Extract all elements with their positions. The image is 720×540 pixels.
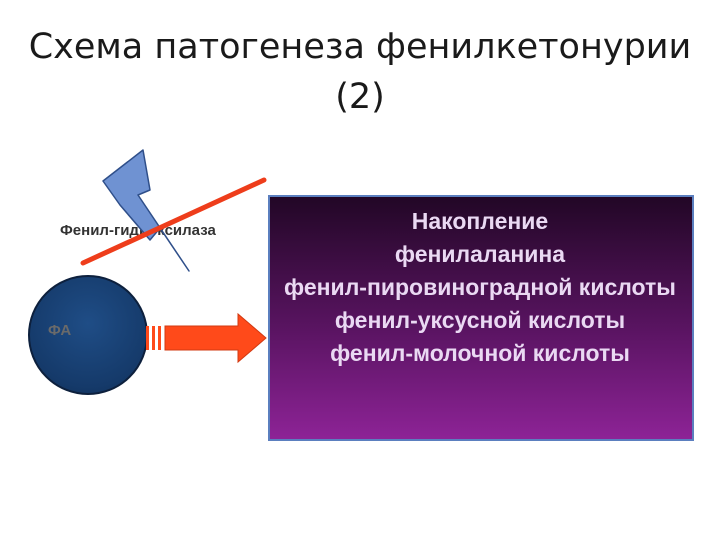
box-line-phenylpyruvic-acid: фенил-пировиноградной кислоты: [284, 274, 676, 300]
accumulation-text: Накопление фенилаланина фенил-пировиногр…: [220, 205, 720, 370]
enzyme-label: Фенил-гидроксилаза: [60, 222, 216, 239]
lightning-icon: [102, 149, 190, 272]
inhibition-strike-line: [80, 177, 267, 266]
box-line-phenyllactic-acid: фенил-молочной кислоты: [330, 340, 630, 366]
box-line-phenylacetic-acid: фенил-уксусной кислоты: [334, 307, 626, 333]
box-line-phenylalanine: фенилаланина: [394, 241, 566, 267]
slide-title-line-1: Схема патогенеза фенилкетонурии: [28, 27, 692, 67]
slide-title: Схема патогенеза фенилкетонурии (2): [0, 22, 720, 122]
box-line-heading: Накопление: [411, 208, 549, 234]
phenylalanine-label: ФА: [48, 322, 72, 339]
slide-title-line-2: (2): [335, 77, 385, 117]
accumulation-box: [268, 195, 694, 441]
arrow-tail-stripes: [146, 326, 161, 350]
conversion-arrow: [164, 312, 267, 364]
